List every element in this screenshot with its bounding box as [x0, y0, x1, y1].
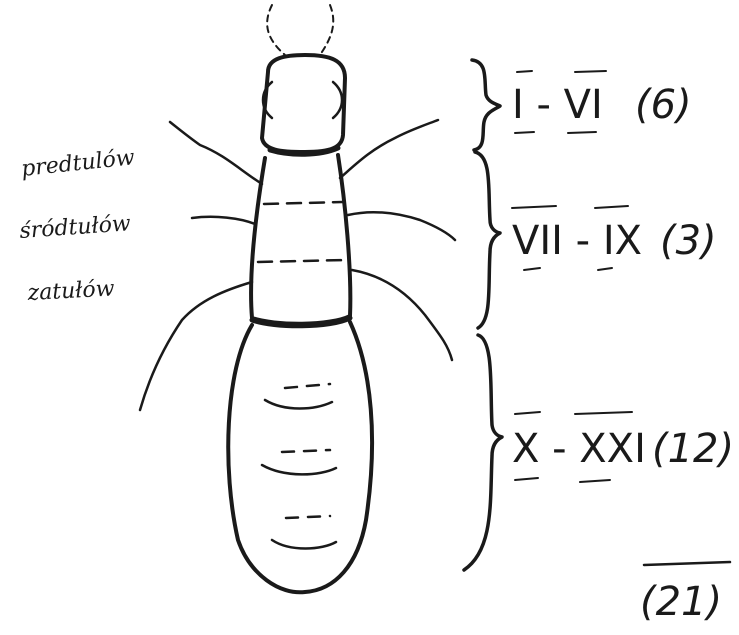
abdomen-stripe [285, 384, 330, 388]
range-abdomen-overline [515, 412, 632, 414]
abdomen-stripe [282, 450, 330, 452]
leg-right-3 [352, 270, 452, 360]
abdomen-stripe [265, 400, 332, 409]
total-count: (21) [640, 579, 722, 625]
range-thorax-underline [524, 268, 612, 270]
label-metathorax: zatułów [26, 276, 115, 306]
thorax-divider-2 [258, 260, 346, 262]
count-abdomen: (12) [652, 426, 734, 472]
antenna-right [320, 5, 333, 55]
brace-abdomen [464, 335, 502, 570]
abdomen-stripe [272, 540, 336, 549]
leg-left-2 [192, 217, 255, 224]
total-overline [644, 562, 730, 565]
leg-left-1 [170, 122, 262, 184]
abdomen-stripe [262, 465, 336, 474]
leg-right-1 [340, 120, 438, 178]
count-head: (6) [635, 82, 692, 128]
range-head-underline [515, 132, 596, 133]
thorax-outline [251, 155, 350, 324]
thorax-divider-1 [264, 202, 342, 204]
leg-left-3 [140, 282, 252, 410]
head-outline [262, 55, 345, 152]
brace-head [472, 60, 500, 150]
range-head-overline [517, 71, 606, 72]
head-eye-right [333, 82, 342, 118]
range-thorax-overline [512, 206, 628, 208]
abdomen-stripe [286, 516, 330, 518]
range-abdomen-underline [515, 478, 610, 482]
leg-right-2 [348, 212, 455, 240]
count-thorax: (3) [660, 218, 717, 264]
range-thorax: VII - IX [512, 218, 642, 264]
range-abdomen: X - XXI [512, 426, 646, 472]
range-head: I - VI [512, 82, 603, 128]
antenna-left [267, 5, 285, 55]
abdomen-outline [228, 322, 372, 592]
label-mesothorax: śródtułów [19, 211, 132, 244]
brace-thorax [475, 152, 500, 328]
label-prothorax: predtulów [20, 145, 136, 182]
